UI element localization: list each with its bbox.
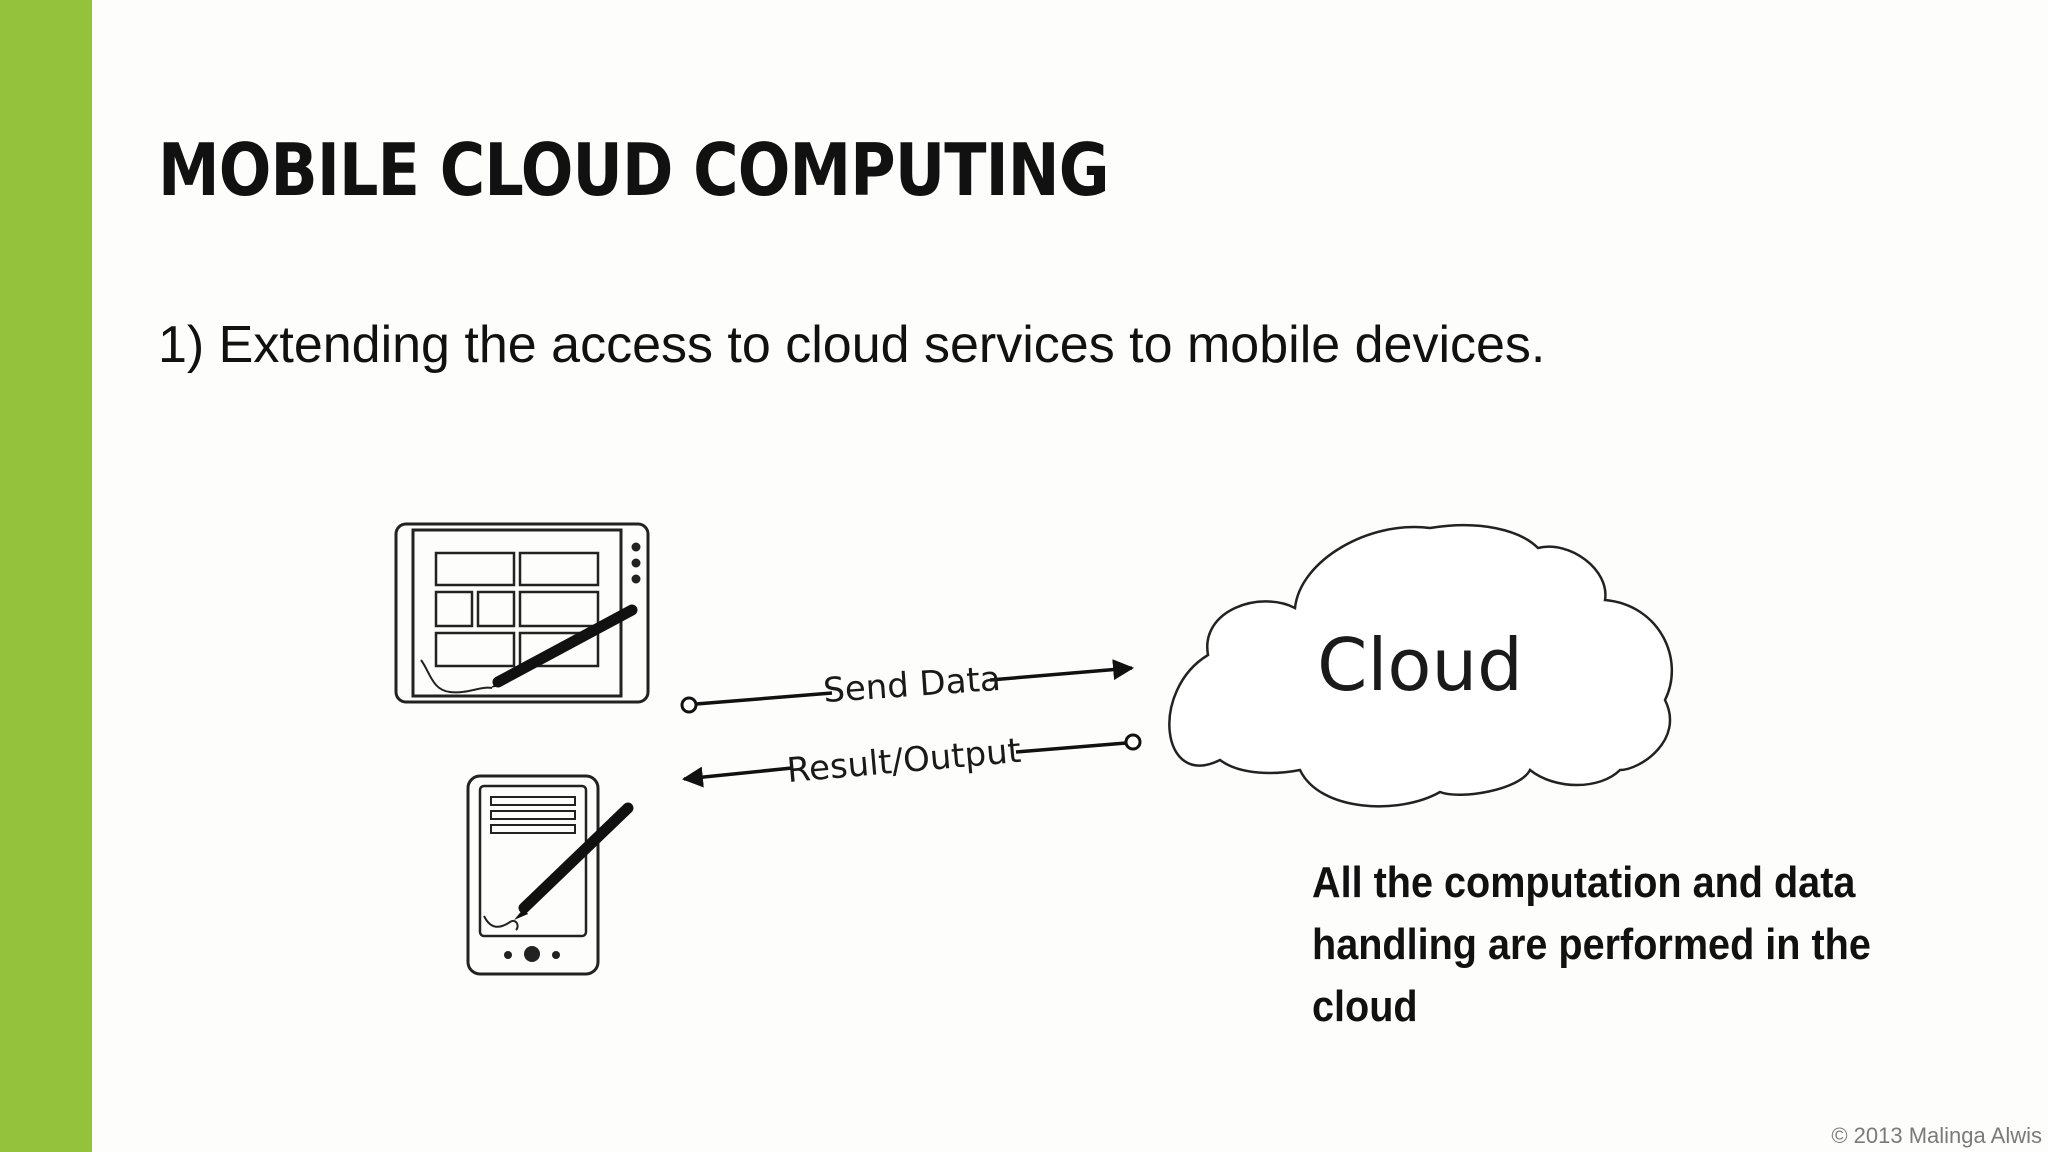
slide-note: All the computation and data handling ar… [1312,858,1871,1031]
accent-bar [0,0,92,1152]
send-data-label: Send Data [822,659,1002,711]
cloud-shape: Cloud [1168,524,1674,808]
cloud-label: Cloud [1317,623,1523,707]
send-data-arrow: Send Data [680,659,1135,714]
tablet-with-stylus-icon [394,522,650,704]
copyright-notice: © 2013 Malinga Alwis [1831,1123,2042,1148]
bullet-point: 1) Extending the access to cloud service… [158,316,1546,374]
phone-with-stylus-icon [466,774,634,976]
result-output-arrow: Result/Output [681,731,1142,791]
slide-title: MOBILE CLOUD COMPUTING [158,128,1110,212]
result-output-label: Result/Output [785,731,1022,791]
